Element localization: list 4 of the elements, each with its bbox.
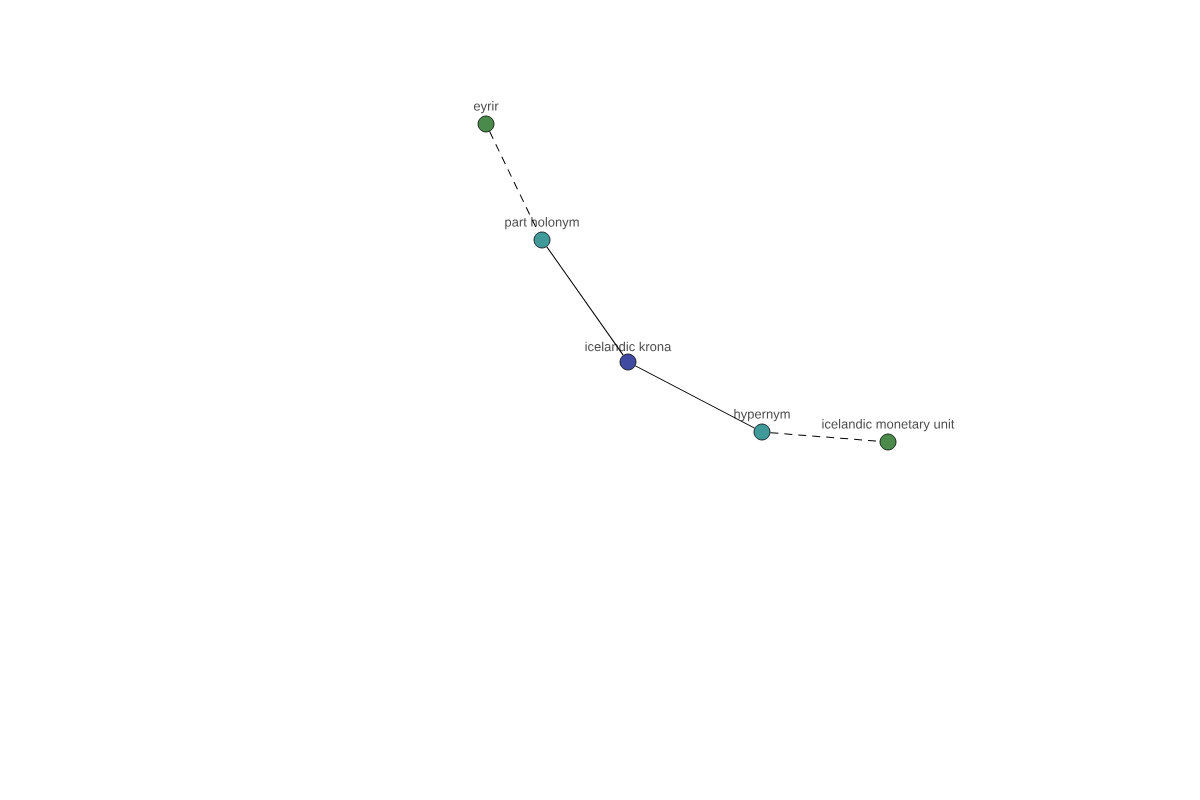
connector-line — [634, 365, 756, 429]
connector-line — [546, 246, 624, 356]
connector-line — [489, 131, 539, 233]
connector-line — [769, 432, 881, 442]
